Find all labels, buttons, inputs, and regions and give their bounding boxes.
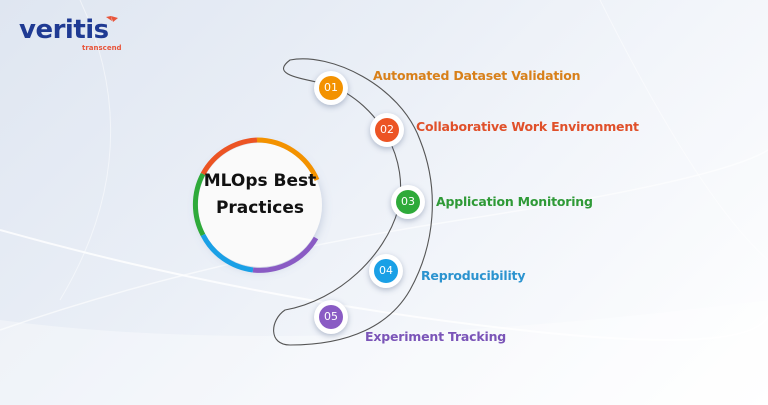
step-label-02: Collaborative Work Environment [416, 119, 639, 134]
step-number: 03 [396, 190, 420, 214]
step-number: 02 [375, 118, 399, 142]
brand-logo[interactable]: veritis transcend [19, 15, 122, 52]
center-title-line2: Practices [215, 198, 305, 218]
step-badge-04: 04 [369, 254, 403, 288]
step-label-01: Automated Dataset Validation [373, 68, 581, 83]
step-badge-01: 01 [314, 71, 348, 105]
step-label-04: Reproducibility [421, 268, 526, 283]
step-label-05: Experiment Tracking [365, 329, 507, 344]
step-badge-02: 02 [370, 113, 404, 147]
brand-tagline: transcend [82, 44, 122, 52]
step-badge-05: 05 [314, 300, 348, 334]
brand-name: veritis [19, 15, 109, 45]
step-label-03: Application Monitoring [436, 194, 593, 209]
step-number: 04 [374, 259, 398, 283]
step-badge-03: 03 [391, 185, 425, 219]
step-number: 05 [319, 305, 343, 329]
center-title-line1: MLOps Best [203, 171, 317, 191]
step-number: 01 [319, 76, 343, 100]
brand-chevron-icon [106, 16, 118, 22]
progress-ring [192, 137, 320, 273]
connector-path [273, 58, 433, 346]
center-title: MLOps Best Practices [198, 168, 322, 222]
